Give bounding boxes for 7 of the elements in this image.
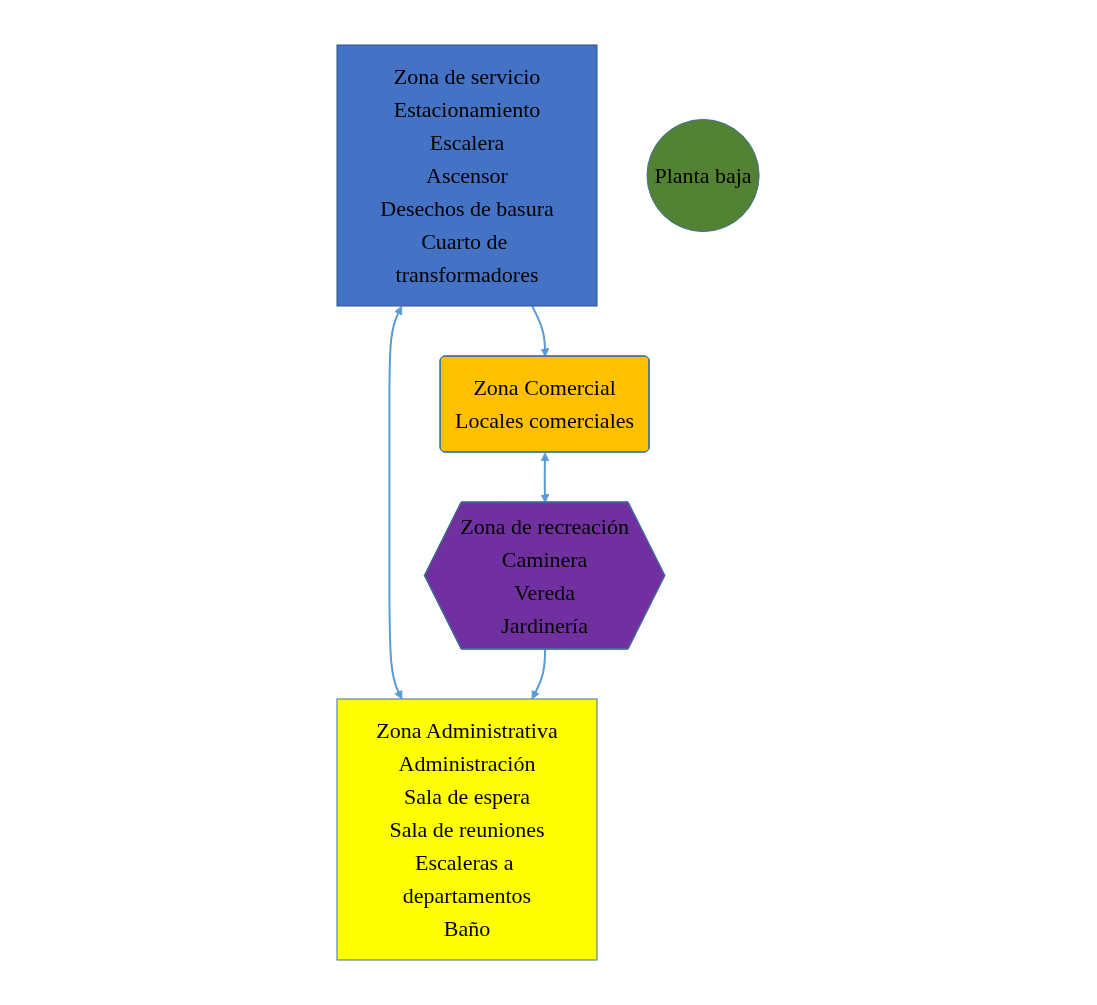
node-circle: Planta baja bbox=[646, 118, 761, 233]
node-box: Zona de servicio Estacionamiento Escalera Ascensor Desechos de basura Cuarto de transformadores bbox=[336, 44, 598, 307]
arrow bbox=[540, 452, 550, 503]
arrow bbox=[388, 305, 403, 700]
arrow bbox=[531, 305, 550, 357]
node-box: Zona Administrativa Administración Sala de espera Sala de reuniones Escaleras a departamentos Baño bbox=[336, 698, 598, 961]
arrow bbox=[532, 648, 547, 700]
